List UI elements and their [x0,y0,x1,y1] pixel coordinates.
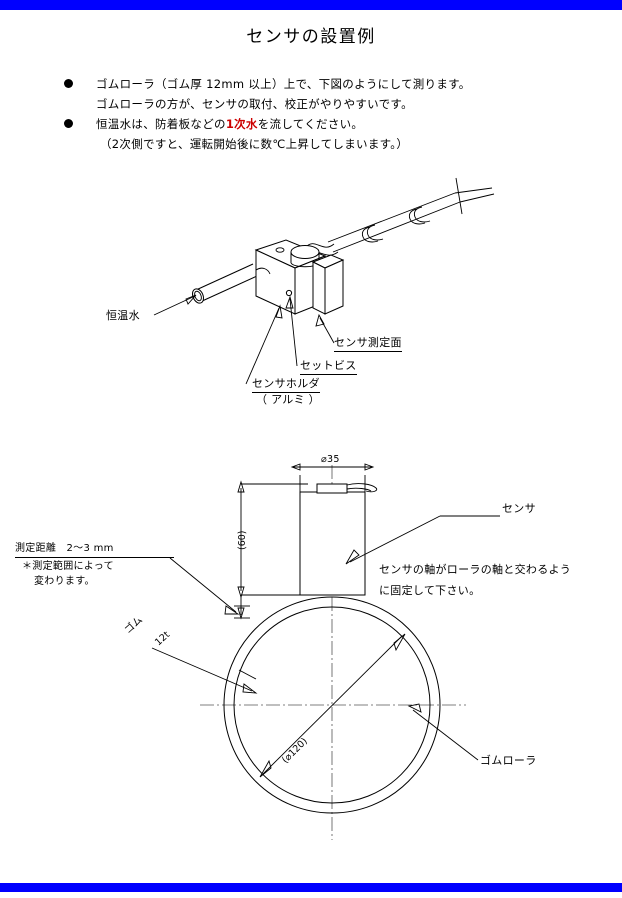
list-item: 恒温水は、防着板などの1次水を流してください。 [64,114,584,134]
label-measure-distance: 測定距離 2〜3 mm [15,541,174,558]
bullet-dot-icon [64,79,73,88]
list-item-continuation: （2次側ですと、運転開始後に数℃上昇してしまいます。） [64,134,584,154]
top-accent-bar [0,0,622,10]
label-hot-water: 恒温水 [106,309,140,322]
label-sensor-holder: センサホルダ [252,376,320,393]
diameter-dimension [259,633,406,778]
label-sensor-holder-material: （ アルミ ） [256,393,320,406]
figure-roller-cross-section: ⌀35 (60) (⌀120) 12t ゴム 測定距離 2〜3 mm ＊測定範囲… [0,440,622,860]
label-set-screw: セットビス [300,358,357,375]
label-axis-note-2: に固定して下さい。 [379,584,481,597]
rubber-roller-icon [223,596,441,814]
bottom-accent-bar [0,883,622,892]
rubber-roller-leader [407,703,479,761]
sensor-leader [345,515,500,565]
sensor-body-icon [299,483,378,596]
note-text: （2次側ですと、運転開始後に数℃上昇してしまいます。） [100,137,409,151]
bullet-dot-icon [64,119,73,128]
measure-distance-leader [169,557,240,615]
note-text-prefix: 恒温水は、防着板などの [96,117,226,131]
notes-list: ゴムローラ（ゴム厚 12mm 以上）上で、下図のようにして測ります。 ゴムローラ… [64,74,584,154]
page-title: センサの設置例 [246,27,376,47]
dimension-sensor-width: ⌀35 [321,454,340,465]
note-text-emphasis: 1次水 [225,117,258,131]
dimension-sensor-height: (60) [237,530,248,550]
cable-assembly-icon [304,177,495,257]
note-text: ゴムローラの方が、センサの取付、校正がやりやすいです。 [96,97,413,111]
label-sensor: センサ [502,502,536,515]
label-measure-distance-note-2: 変わります。 [34,576,95,587]
sensor-holder-drawing [153,177,495,385]
label-rubber-roller: ゴムローラ [480,754,537,767]
figure-sensor-holder-isometric: 恒温水 センサ測定面 セットビス センサホルダ （ アルミ ） [0,168,622,418]
note-text-suffix: を流してください。 [257,117,364,131]
sensor-measuring-face-icon [311,254,345,315]
height-dimension [237,480,308,599]
label-measure-distance-note-1: ＊測定範囲によって [22,561,114,572]
list-item: ゴムローラ（ゴム厚 12mm 以上）上で、下図のようにして測ります。 [64,74,584,94]
leader-lines [153,294,335,385]
list-item-continuation: ゴムローラの方が、センサの取付、校正がやりやすいです。 [64,94,584,114]
label-sensor-measuring-face: センサ測定面 [334,335,402,352]
label-axis-note-1: センサの軸がローラの軸と交わるよう [379,563,572,576]
roller-cross-section-drawing [151,463,500,840]
note-text: ゴムローラ（ゴム厚 12mm 以上）上で、下図のようにして測ります。 [96,77,471,91]
width-dimension [290,463,375,492]
gap-dimension [234,595,250,620]
rubber-thickness-leader [151,647,258,694]
coolant-pipe-icon [192,263,258,304]
